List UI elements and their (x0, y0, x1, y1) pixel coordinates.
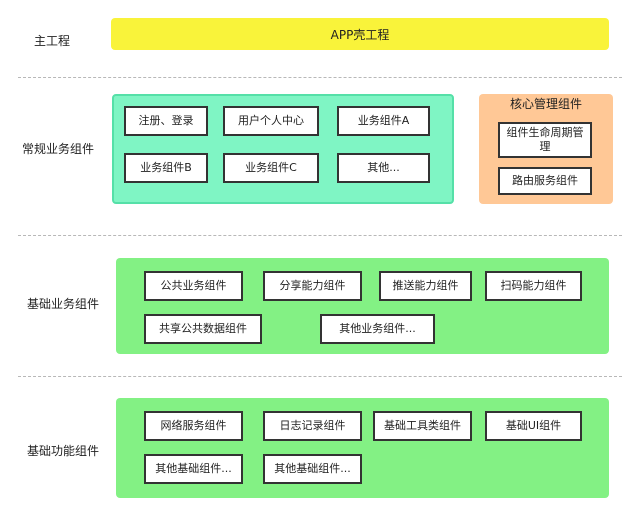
business-box-component-c: 业务组件C (223, 153, 319, 183)
base-business-box-other: 其他业务组件... (320, 314, 435, 344)
core-management-title: 核心管理组件 (509, 96, 582, 111)
base-function-box-utils: 基础工具类组件 (373, 411, 472, 441)
base-function-box-other-2: 其他基础组件... (263, 454, 362, 484)
divider-2 (18, 235, 622, 236)
business-box-other: 其他... (337, 153, 430, 183)
base-business-box-common: 公共业务组件 (144, 271, 243, 301)
base-function-box-other-1: 其他基础组件... (144, 454, 243, 484)
base-business-box-share: 分享能力组件 (263, 271, 362, 301)
row-label-business: 常规业务组件 (22, 142, 95, 156)
business-box-user-center: 用户个人中心 (223, 106, 319, 136)
base-function-box-network: 网络服务组件 (144, 411, 243, 441)
business-box-component-b: 业务组件B (124, 153, 208, 183)
app-shell-band: APP壳工程 (111, 18, 609, 50)
core-box-router: 路由服务组件 (498, 167, 592, 195)
row-label-base-business: 基础业务组件 (27, 297, 100, 311)
business-box-component-a: 业务组件A (337, 106, 430, 136)
row-label-main: 主工程 (34, 34, 71, 48)
divider-1 (18, 77, 622, 78)
row-label-base-function: 基础功能组件 (27, 444, 100, 458)
base-business-box-shared-data: 共享公共数据组件 (144, 314, 262, 344)
core-box-lifecycle: 组件生命周期管理 (498, 122, 592, 158)
business-box-register-login: 注册、登录 (124, 106, 208, 136)
base-business-box-push: 推送能力组件 (379, 271, 472, 301)
base-function-box-logging: 日志记录组件 (263, 411, 362, 441)
app-shell-label: APP壳工程 (330, 27, 390, 42)
base-function-box-ui: 基础UI组件 (485, 411, 582, 441)
base-business-box-scan: 扫码能力组件 (485, 271, 582, 301)
divider-3 (18, 376, 622, 377)
